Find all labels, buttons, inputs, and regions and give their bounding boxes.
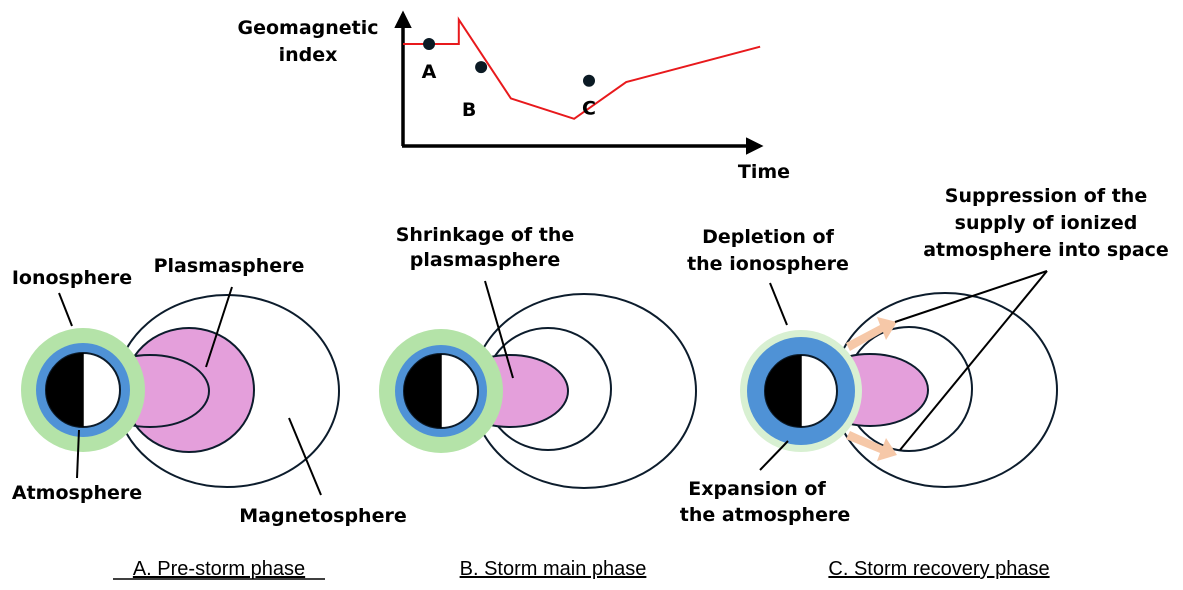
y-axis-label-line2: index: [279, 44, 338, 66]
atmosphere-pointer: [76, 429, 80, 479]
y-axis-label-line1: Geomagnetic: [237, 17, 378, 39]
panel-a-pre-storm: Ionosphere Plasmasphere Atmosphere Magne…: [12, 255, 407, 580]
shrinkage-label-line2: plasmasphere: [410, 249, 560, 271]
chart-markers: A B C: [422, 38, 596, 121]
marker-label-c: C: [582, 98, 596, 120]
suppression-pointer-upper: [894, 270, 1048, 323]
shrinkage-pointer: [484, 280, 514, 379]
panel-b-caption: B. Storm main phase: [460, 558, 647, 580]
earth-night-side: [765, 355, 801, 427]
marker-c: [583, 74, 595, 87]
series-line-geomagnetic-index: [403, 16, 761, 120]
suppression-label-line3: atmosphere into space: [923, 239, 1169, 261]
ionosphere-label: Ionosphere: [12, 267, 132, 289]
marker-label-b: B: [462, 99, 476, 121]
expansion-label-line1: Expansion of: [688, 478, 826, 500]
depletion-label-line1: Depletion of: [702, 226, 835, 248]
depletion-label-line2: the ionosphere: [687, 253, 849, 275]
atmosphere-label: Atmosphere: [12, 482, 142, 504]
panel-b-storm-main: Shrinkage of the plasmasphere B. Storm m…: [379, 224, 697, 580]
plasmasphere-pointer: [205, 286, 233, 368]
suppression-pointer-lower: [899, 270, 1048, 451]
panel-c-caption: C. Storm recovery phase: [828, 558, 1049, 580]
earth-night-side: [46, 353, 83, 427]
panel-a-caption: A. Pre-storm phase: [133, 558, 305, 580]
suppression-label-line1: Suppression of the: [945, 185, 1147, 207]
marker-b: [475, 61, 488, 74]
earth-night-side: [404, 354, 441, 428]
outflow-arrow-lower: [846, 431, 897, 461]
suppression-label-line2: supply of ionized: [955, 212, 1138, 234]
x-axis-label: Time: [738, 161, 790, 183]
magnetosphere-label: Magnetosphere: [239, 505, 406, 527]
plasmasphere-label: Plasmasphere: [154, 255, 305, 277]
marker-label-a: A: [422, 61, 437, 83]
ionosphere-pointer: [58, 292, 73, 327]
outflow-arrow-upper: [846, 317, 897, 351]
expansion-label-line2: the atmosphere: [680, 504, 850, 526]
depletion-pointer: [769, 282, 788, 326]
shrinkage-label-line1: Shrinkage of the: [396, 224, 575, 246]
magnetosphere-pointer: [288, 417, 322, 496]
marker-a: [423, 38, 436, 50]
panel-c-storm-recovery: Depletion of the ionosphere Suppression …: [680, 185, 1169, 580]
expansion-pointer: [759, 440, 789, 471]
geomagnetic-chart: Geomagnetic index Time A B C: [237, 10, 790, 183]
